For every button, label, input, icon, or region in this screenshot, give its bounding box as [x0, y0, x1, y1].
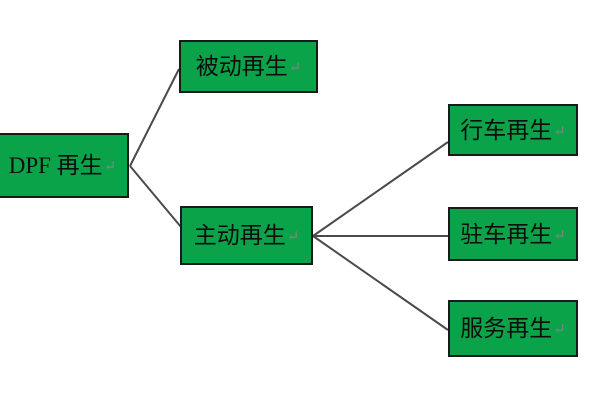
node-parking-label: 驻车再生↵ [460, 221, 566, 247]
paragraph-mark-icon: ↵ [553, 123, 566, 140]
node-parking-regeneration[interactable]: 驻车再生↵ [448, 207, 578, 261]
node-driving-label: 行车再生↵ [460, 117, 566, 143]
paragraph-mark-icon: ↵ [103, 159, 117, 175]
node-passive-regeneration[interactable]: 被动再生↵ [179, 40, 318, 93]
paragraph-mark-icon: ↵ [286, 229, 300, 245]
edge-dpf-to-passive [129, 68, 180, 167]
node-dpf-label: DPF 再生↵ [8, 153, 117, 178]
node-driving-regeneration[interactable]: 行车再生↵ [448, 104, 578, 156]
node-service-label: 服务再生↵ [460, 316, 566, 341]
edge-active-to-driving [312, 141, 449, 237]
edge-dpf-to-active [129, 165, 182, 228]
node-active-label: 主动再生↵ [193, 223, 300, 248]
node-dpf-regeneration[interactable]: DPF 再生↵ [0, 133, 129, 198]
paragraph-mark-icon: ↵ [288, 60, 302, 76]
node-active-regeneration[interactable]: 主动再生↵ [180, 206, 313, 265]
node-passive-label: 被动再生↵ [195, 54, 302, 79]
edge-active-to-service [312, 235, 449, 331]
node-service-regeneration[interactable]: 服务再生↵ [448, 300, 578, 357]
paragraph-mark-icon: ↵ [553, 322, 566, 338]
paragraph-mark-icon: ↵ [553, 227, 566, 244]
